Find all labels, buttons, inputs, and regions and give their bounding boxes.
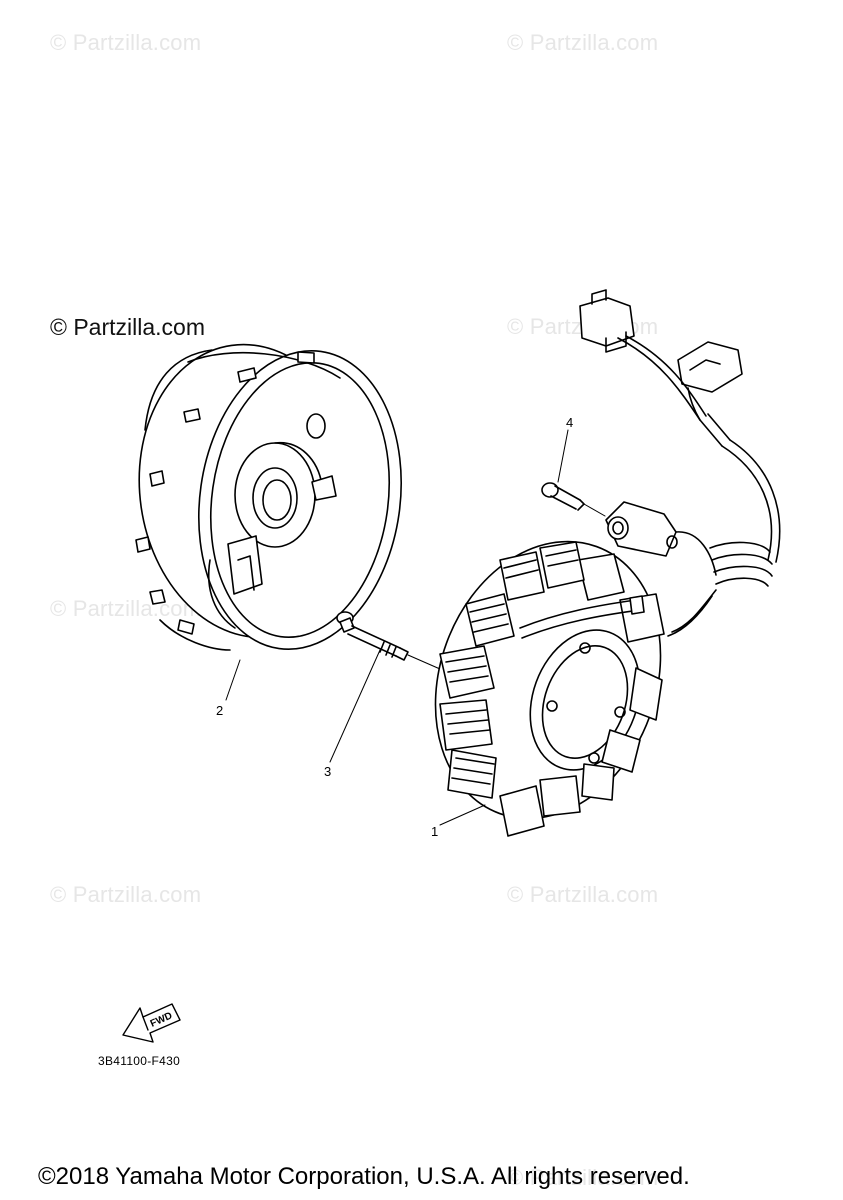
diagram-code: 3B41100-F430 (98, 1054, 181, 1068)
copyright-notice: ©2018 Yamaha Motor Corporation, U.S.A. A… (38, 1163, 690, 1190)
pickup-coil-part (606, 502, 716, 575)
callout-part-4: 4 (566, 415, 574, 430)
screw-part (542, 483, 605, 516)
watermark-lower-right: © Partzilla.com (507, 882, 659, 907)
watermark-bottom-right: © Partzilla.com (507, 1165, 659, 1190)
rotor-flywheel-part (121, 330, 420, 663)
bolt-part (337, 612, 440, 669)
callout-part-3: 3 (324, 764, 332, 779)
stator-part (398, 510, 698, 851)
leader-lines (226, 430, 568, 825)
callout-part-1: 1 (431, 824, 439, 839)
watermark-top-right: © Partzilla.com (507, 30, 659, 55)
watermark-lower-left: © Partzilla.com (50, 882, 202, 907)
watermark-center-left: © Partzilla.com (50, 596, 202, 621)
watermark-top-left: © Partzilla.com (50, 30, 202, 55)
callout-part-2: 2 (216, 703, 224, 718)
partzilla-watermark: © Partzilla.com (50, 314, 205, 340)
fwd-arrow-icon (123, 1004, 180, 1042)
wire-harness (580, 290, 780, 636)
